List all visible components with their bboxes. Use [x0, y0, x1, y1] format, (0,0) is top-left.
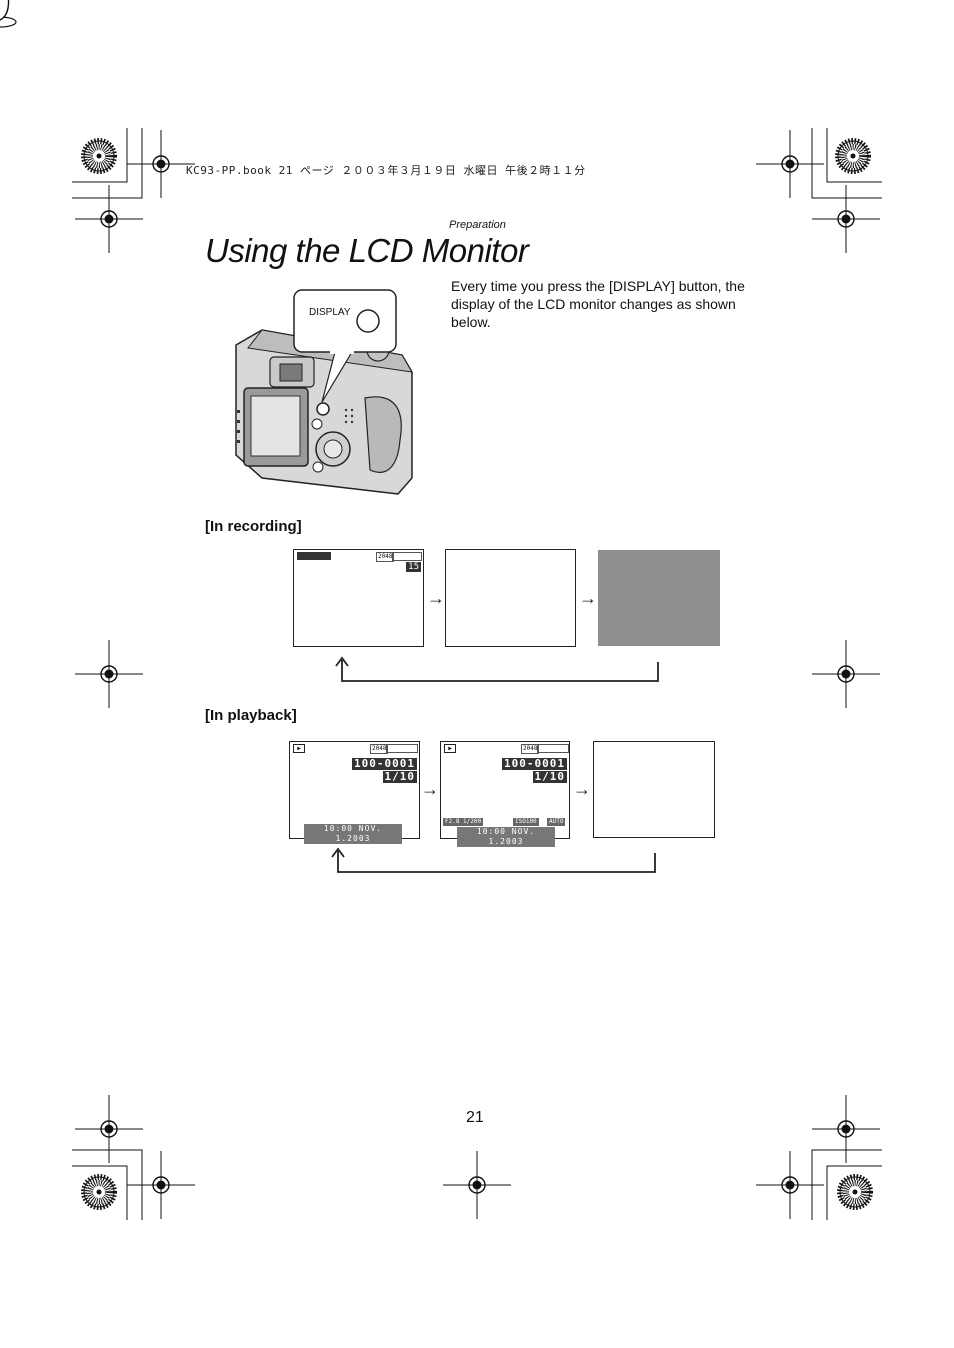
play-mode-icon: ▶: [293, 744, 305, 753]
crosshair-icon: [74, 639, 144, 709]
recording-screen-full: 2048 15: [293, 549, 424, 647]
image-count: 1/10: [382, 770, 417, 783]
display-button-label: DISPLAY: [309, 307, 351, 318]
intro-text: Every time you press the [DISPLAY] butto…: [451, 278, 745, 330]
arrow-right-icon: →: [421, 779, 439, 799]
battery-icon: [386, 744, 418, 753]
crosshair-icon: [126, 129, 196, 199]
white-balance-info: AUTO: [547, 818, 566, 826]
record-mode-icon: [297, 552, 331, 560]
playback-screen-detail: ▶ 2048 100-0001 1/10 F2.8 1/200 ISO100 A…: [440, 741, 570, 847]
iso-info: ISO100: [513, 818, 539, 826]
page-title: Using the LCD Monitor: [205, 232, 529, 269]
crosshair-icon: [74, 1094, 144, 1164]
recording-screen-minimal: [445, 549, 576, 647]
crosshair-icon: [74, 184, 144, 254]
registration-mark-icon: [838, 141, 868, 171]
playback-loop-arrow: [331, 847, 656, 873]
crosshair-icon: [811, 1094, 881, 1164]
crosshair-icon: [126, 1150, 196, 1220]
recording-loop-arrow: [335, 656, 659, 682]
file-number: 100-0001: [502, 757, 567, 770]
registration-mark-icon: [84, 141, 114, 171]
date-stamp: 10:00 NOV. 1.2003: [304, 824, 402, 844]
resolution-badge: 2048: [376, 552, 395, 562]
recording-heading: [In recording]: [205, 518, 302, 535]
arrow-right-icon: →: [573, 779, 591, 799]
resolution-badge: 2048: [370, 744, 389, 754]
registration-mark-icon: [84, 1177, 114, 1207]
exposure-info: F2.8 1/200: [443, 818, 484, 826]
remaining-count: 15: [406, 562, 421, 572]
play-mode-icon: ▶: [444, 744, 456, 753]
camera-illustration: [235, 289, 413, 495]
crosshair-icon: [755, 129, 825, 199]
crosshair-icon: [811, 184, 881, 254]
image-count: 1/10: [532, 770, 567, 783]
playback-screen-full: ▶ 2048 100-0001 1/10 10:00 NOV. 1.2003: [289, 741, 420, 844]
display-button-icon: [316, 402, 330, 416]
crosshair-icon: [442, 1150, 512, 1220]
registration-mark-icon: [840, 1177, 870, 1207]
recording-screen-off: [598, 550, 720, 646]
playback-heading: [In playback]: [205, 707, 297, 724]
crosshair-icon: [755, 1150, 825, 1220]
display-button-callout-icon: [356, 309, 380, 333]
playback-screen-minimal: [593, 741, 715, 838]
resolution-badge: 2048: [521, 744, 540, 754]
page-number: 21: [466, 1109, 484, 1126]
battery-icon: [392, 552, 422, 561]
arrow-right-icon: →: [427, 588, 445, 608]
battery-icon: [537, 744, 569, 753]
print-info-line: KC93-PP.book 21 ページ ２００３年３月１９日 水曜日 午後２時１…: [186, 164, 586, 177]
arrow-right-icon: →: [579, 588, 597, 608]
dog-figure: [0, 0, 17, 28]
date-stamp: 10:00 NOV. 1.2003: [457, 827, 555, 847]
crosshair-icon: [811, 639, 881, 709]
file-number: 100-0001: [352, 757, 417, 770]
section-label: Preparation: [449, 219, 506, 231]
